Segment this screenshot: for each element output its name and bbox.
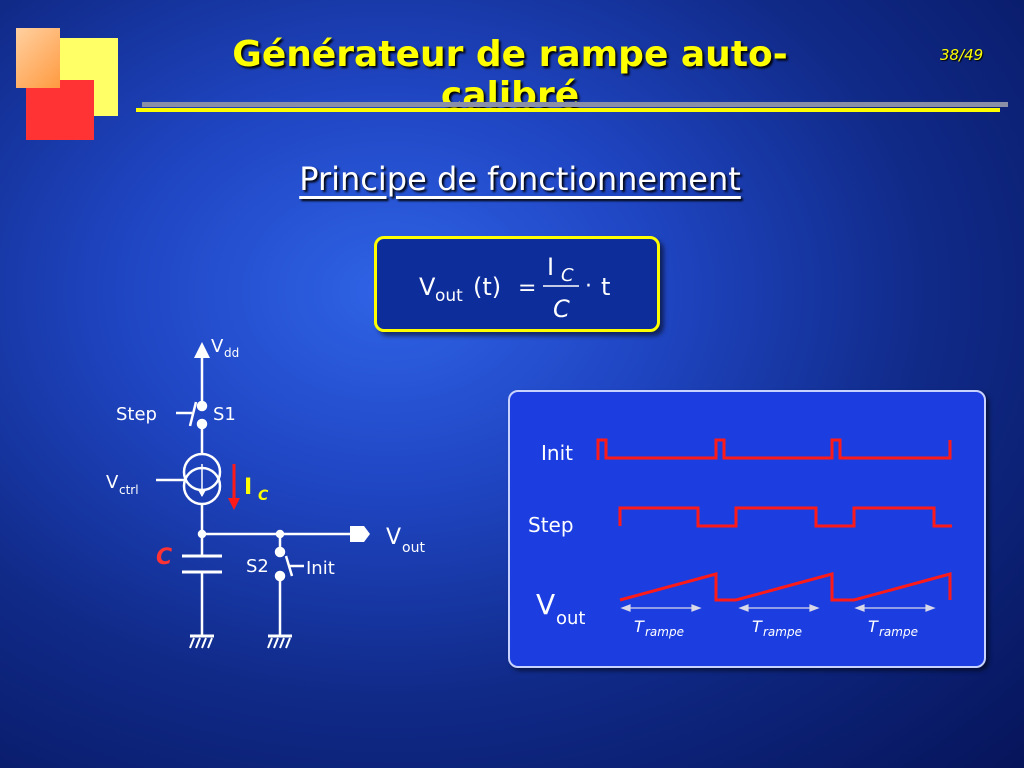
vctrl-label: V [106,472,119,493]
title-rule-shadow [142,102,1008,107]
vctrl-label-sub: ctrl [119,483,139,497]
formula-v: V [419,273,436,301]
step-label: Step [116,404,157,425]
vdd-arrow [194,342,210,358]
period-arrow-3-right [925,604,936,612]
timing-vout-label: V [536,588,555,621]
ground-s2-hatch [267,637,291,649]
s1-label: S1 [213,404,236,425]
vdd-label-sub: dd [224,346,239,360]
formula-numerator-sub: C [561,265,574,286]
ground-cap-hatch [189,637,213,649]
s1-top-node [196,400,208,412]
step-signal [618,506,952,528]
s1-blade [188,401,198,427]
vout-label: V [386,525,401,550]
period-arrow-3-left [854,604,865,612]
formula: V out (t) = I C C · t [419,253,610,323]
period-label-1-sub: rampe [645,625,684,639]
s2-bottom-node [274,570,286,582]
period-label-1: T [634,617,645,636]
formula-box: V out (t) = I C C · t [374,236,660,332]
timing-diagram: Init Step V out T rampe T rampe T rampe [528,438,952,639]
formula-t: t [601,273,610,301]
formula-denominator: C [553,295,570,323]
formula-v-sub: out [435,286,463,306]
formula-arg: (t) [473,273,501,301]
timing-diagram-panel: Init Step V out T rampe T rampe T rampe [508,390,986,668]
timing-init-label: Init [541,441,573,465]
s2-label: S2 [246,556,269,577]
circuit-schematic: V dd Step S1 V ctrl I C C S2 Init V out [106,336,425,649]
vout-terminal [350,526,370,542]
current-source-arrowhead [198,490,206,497]
logo-square-red [26,80,94,140]
period-label-3-sub: rampe [879,625,918,639]
vout-label-sub: out [402,540,425,556]
vout-signal [619,572,952,602]
formula-numerator: I [547,253,554,281]
period-arrow-1-left [620,604,631,612]
ic-label-sub: C [258,488,269,504]
s1-bottom-node [196,418,208,430]
period-arrow-2-left [738,604,749,612]
ic-label: I [244,475,252,500]
page-number: 38/49 [940,46,984,64]
title-rule [136,108,1000,112]
period-arrow-2-right [809,604,820,612]
formula-dot: · [585,274,592,299]
formula-equals: = [518,276,536,301]
timing-step-label: Step [528,513,574,537]
logo-square-orange [16,28,60,88]
init-label: Init [306,558,335,579]
s2-blade [284,555,294,577]
timing-vout-label-sub: out [556,608,585,629]
period-label-2: T [752,617,763,636]
s2-top-node [274,546,286,558]
period-label-2-sub: rampe [763,625,802,639]
period-arrow-1-right [691,604,702,612]
ic-arrow-head [228,498,240,510]
capacitor-label: C [156,545,172,570]
init-signal [596,438,952,460]
section-subtitle: Principe de fonctionnement [299,160,741,198]
vdd-label: V [211,336,224,357]
period-label-3: T [868,617,879,636]
